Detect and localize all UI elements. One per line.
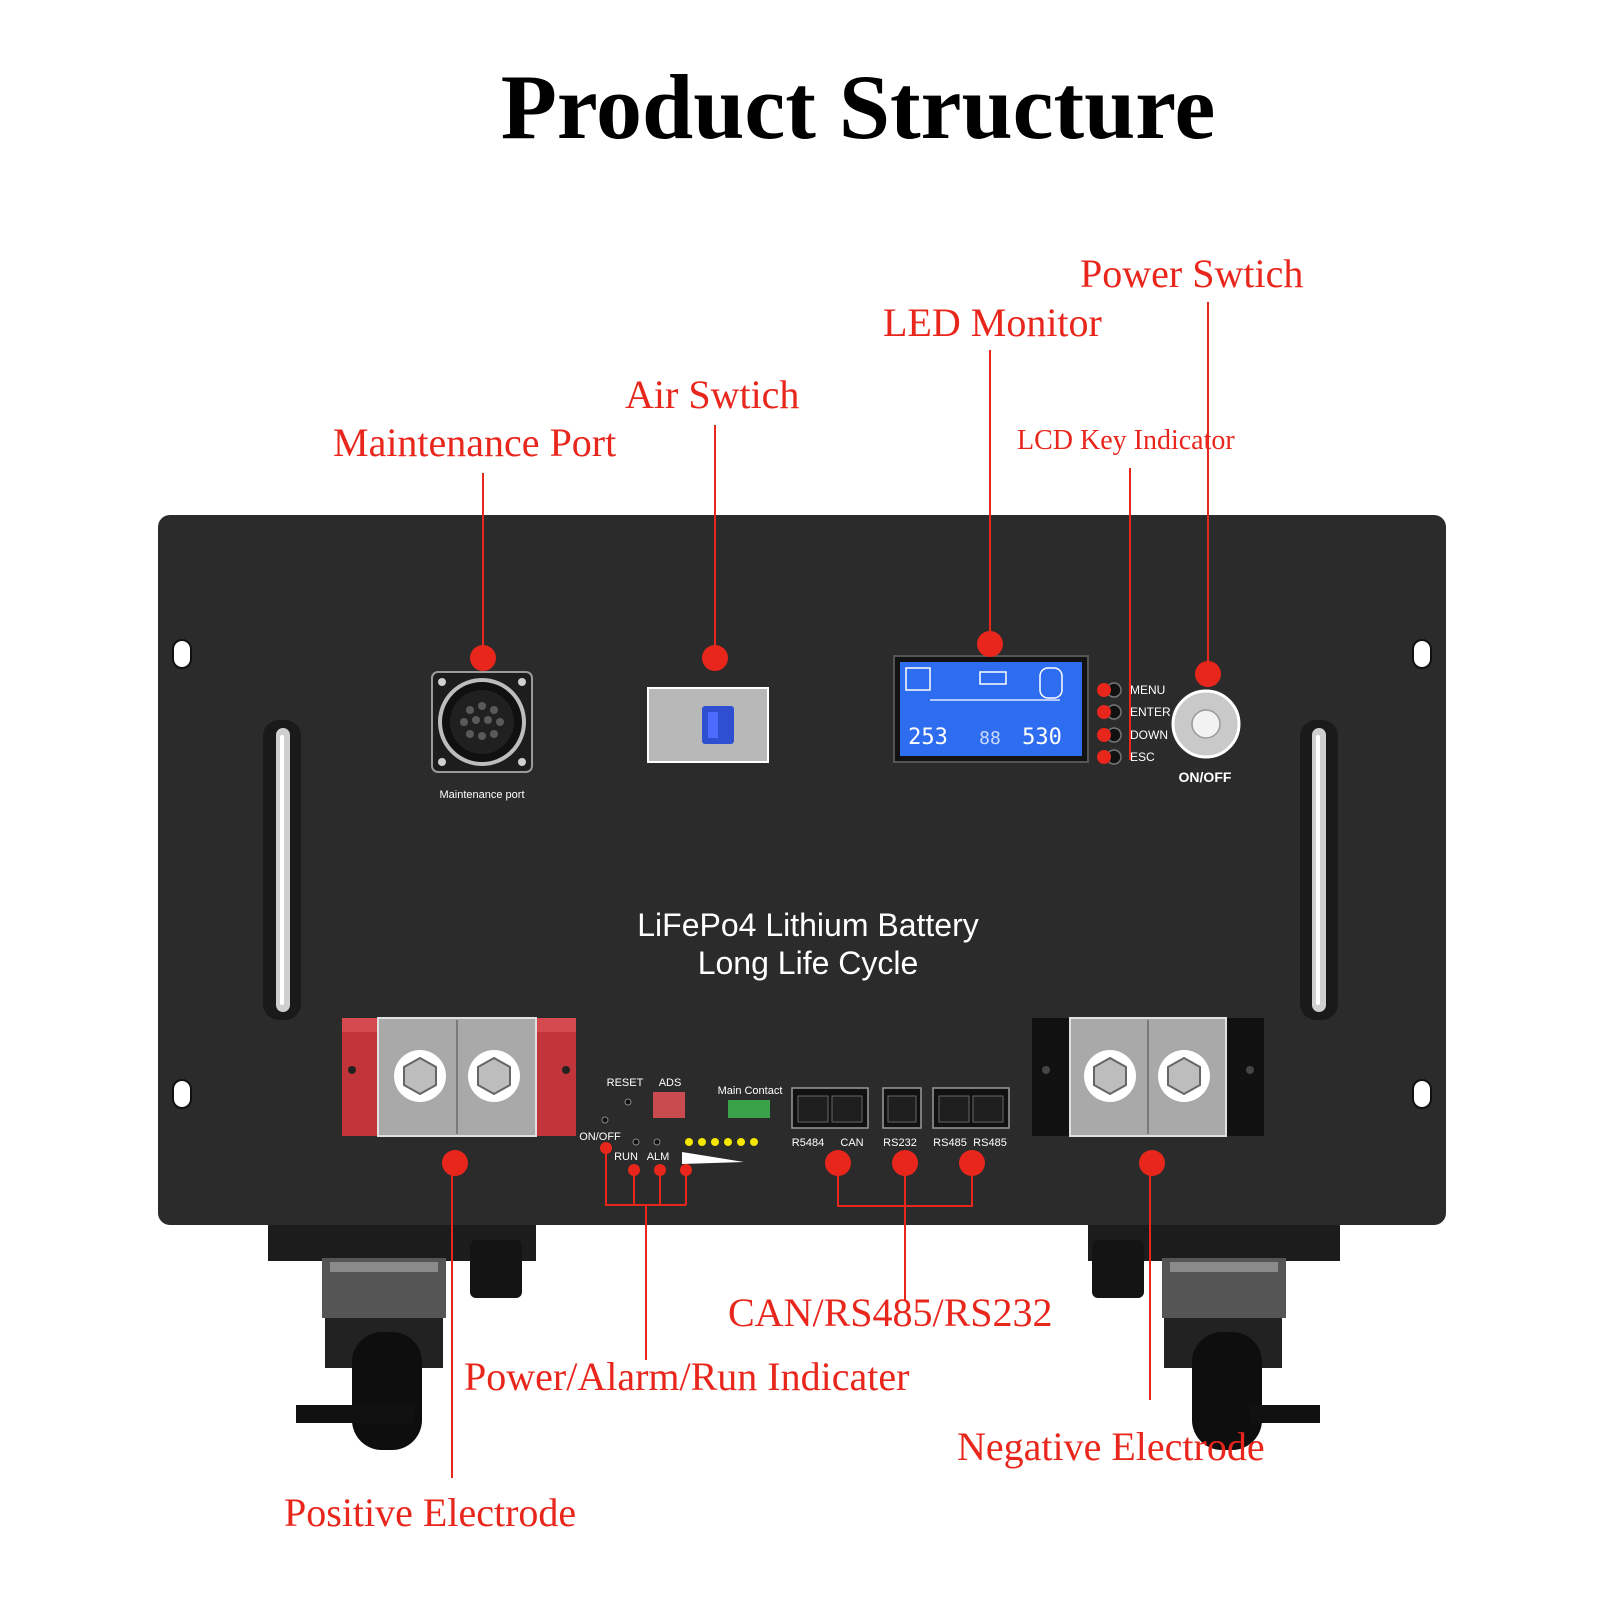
control-cluster: RESET ADS Main Contact ON/OFF RUN ALM xyxy=(579,1077,782,1164)
leader-comm-ports xyxy=(825,1150,985,1300)
power-switch-label: ON/OFF xyxy=(1179,769,1232,785)
leader-positive-electrode xyxy=(442,1150,468,1478)
caster-right-rear xyxy=(1092,1240,1144,1298)
main-contact-label: Main Contact xyxy=(718,1085,783,1097)
leader-indicators xyxy=(600,1142,692,1360)
callout-air-switch: Air Swtich xyxy=(625,372,799,417)
port-label-rs485-a: RS485 xyxy=(933,1137,967,1149)
caster-right-front xyxy=(1162,1258,1320,1450)
key-label-down: DOWN xyxy=(1130,728,1168,742)
negative-terminal[interactable] xyxy=(1032,1017,1264,1137)
callout-lcd-key-indicator: LCD Key Indicator xyxy=(1017,425,1235,456)
callout-negative-electrode: Negative Electrode xyxy=(957,1424,1265,1469)
leader-power-switch xyxy=(1195,302,1221,687)
key-label-menu: MENU xyxy=(1130,683,1165,697)
caster-left-rear xyxy=(470,1240,522,1298)
maintenance-port-label: Maintenance port xyxy=(440,789,525,801)
port-label-can: CAN xyxy=(840,1137,863,1149)
ads-dip-switch[interactable] xyxy=(653,1092,685,1118)
air-switch[interactable] xyxy=(647,687,769,763)
main-contact-terminal[interactable] xyxy=(728,1100,770,1118)
callout-maintenance-port: Maintenance Port xyxy=(333,420,616,465)
page-title: Product Structure xyxy=(501,56,1216,158)
lcd-left-value: 253 xyxy=(908,725,948,750)
leader-lcd-keys xyxy=(1097,468,1131,764)
key-label-enter: ENTER xyxy=(1130,705,1171,719)
product-name: LiFePo4 Lithium Battery xyxy=(637,907,979,943)
power-switch[interactable] xyxy=(1171,689,1241,759)
port-label-r5484: R5484 xyxy=(792,1137,824,1149)
leader-maintenance-port xyxy=(470,473,496,671)
leader-negative-electrode xyxy=(1139,1150,1165,1400)
callout-led-monitor: LED Monitor xyxy=(883,300,1102,345)
port-label-rs485-b: RS485 xyxy=(973,1137,1007,1149)
port-rs232[interactable] xyxy=(887,1095,917,1123)
callout-power-switch: Power Swtich xyxy=(1080,251,1303,296)
soc-wedge xyxy=(682,1152,744,1164)
soc-leds xyxy=(685,1138,758,1146)
maintenance-port[interactable] xyxy=(431,671,533,773)
alm-label: ALM xyxy=(647,1151,670,1163)
leader-led-monitor xyxy=(977,350,1003,657)
port-rs485-b[interactable] xyxy=(972,1095,1004,1123)
port-r5484[interactable] xyxy=(797,1095,829,1123)
callout-positive-electrode: Positive Electrode xyxy=(284,1490,576,1535)
product-tagline: Long Life Cycle xyxy=(698,945,919,981)
onoff-small-label: ON/OFF xyxy=(579,1131,621,1143)
handle-right[interactable] xyxy=(1300,720,1338,1020)
port-rs485-a[interactable] xyxy=(938,1095,970,1123)
port-can[interactable] xyxy=(831,1095,863,1123)
reset-label: RESET xyxy=(607,1077,644,1089)
caster-left-front xyxy=(296,1258,446,1450)
communication-ports: R5484 CAN RS232 RS485 RS485 xyxy=(791,1087,1010,1149)
base-frame xyxy=(268,1225,1340,1261)
key-label-esc: ESC xyxy=(1130,750,1155,764)
positive-terminal[interactable] xyxy=(342,1017,576,1137)
leader-air-switch xyxy=(702,425,728,671)
mounting-holes xyxy=(172,639,1432,1109)
callout-can-rs485-rs232: CAN/RS485/RS232 xyxy=(728,1290,1053,1335)
lcd-right-value: 530 xyxy=(1022,725,1062,750)
run-label: RUN xyxy=(614,1151,638,1163)
lcd-monitor: 253 88 530 xyxy=(893,655,1089,763)
lcd-keys: MENU ENTER DOWN ESC xyxy=(1106,682,1171,765)
ads-label: ADS xyxy=(659,1077,682,1089)
callout-power-alarm-run-indicator: Power/Alarm/Run Indicater xyxy=(464,1354,909,1399)
reset-button[interactable] xyxy=(624,1098,632,1106)
handle-left[interactable] xyxy=(263,720,301,1020)
port-label-rs232: RS232 xyxy=(883,1137,917,1149)
lcd-mid-value: 88 xyxy=(979,728,1001,749)
